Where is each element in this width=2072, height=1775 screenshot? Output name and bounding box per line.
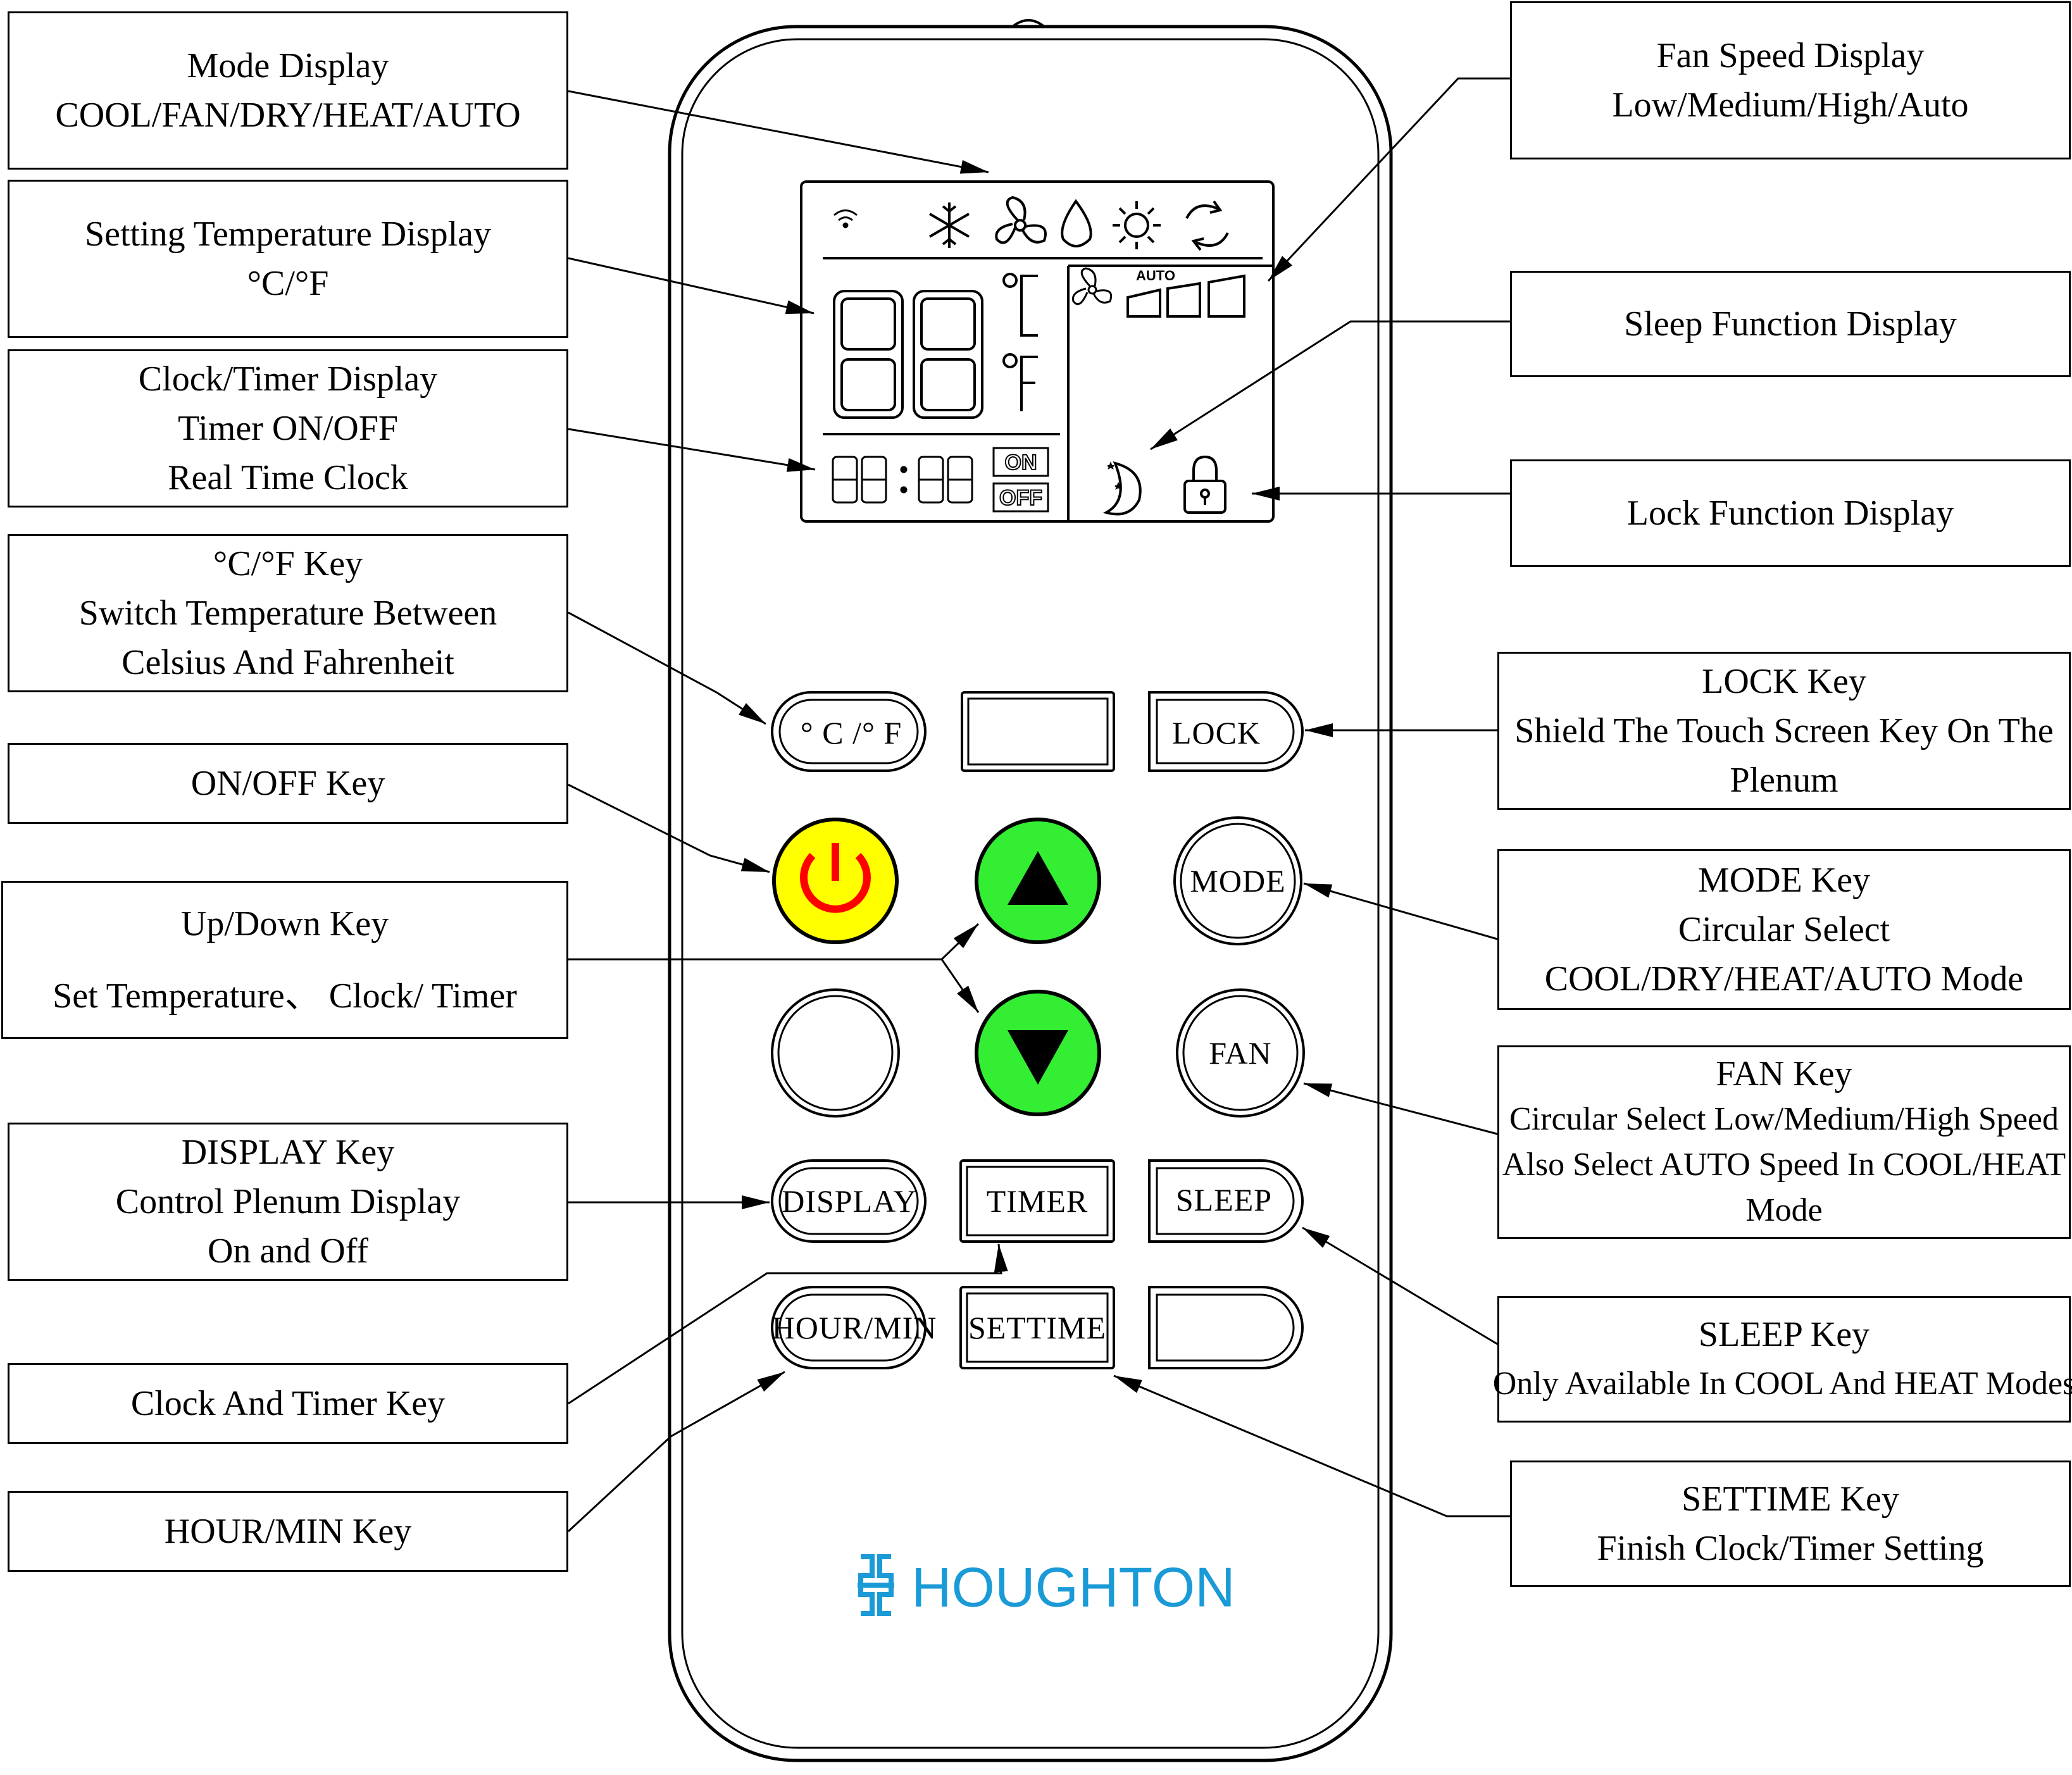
callout-lock-key: LOCK Key Shield The Touch Screen Key On … — [1497, 652, 2071, 810]
callout-clock-timer-display: Clock/Timer Display Timer ON/OFF Real Ti… — [8, 349, 568, 508]
brand-name: HOUGHTON — [911, 1556, 1235, 1619]
svg-text:° C /° F: ° C /° F — [801, 715, 902, 750]
lock-key[interactable]: LOCK — [1148, 691, 1304, 772]
power-key[interactable] — [772, 818, 899, 944]
fan-speed-icon — [1071, 267, 1113, 306]
svg-text:LOCK: LOCK — [1172, 715, 1261, 750]
leader-lines-right — [1113, 77, 1510, 1517]
svg-text:HOUR/MIN: HOUR/MIN — [772, 1310, 937, 1345]
clock-digits — [832, 456, 973, 504]
lcd-panel — [800, 180, 1275, 523]
svg-text:OFF: OFF — [999, 486, 1042, 510]
callout-sleep-key: SLEEP Key Only Available In COOL And HEA… — [1493, 1296, 2072, 1423]
celsius-unit — [1002, 273, 1038, 337]
signal-icon — [833, 209, 858, 228]
fan-auto-label: AUTO — [1136, 268, 1175, 283]
mode-key[interactable]: MODE — [1173, 816, 1302, 945]
display-key[interactable]: DISPLAY — [771, 1159, 927, 1243]
power-icon — [800, 852, 871, 913]
fahrenheit-unit — [1002, 353, 1038, 411]
blank-key-top[interactable] — [961, 691, 1115, 772]
callout-onoff-key: ON/OFF Key — [8, 743, 568, 824]
callout-settime-key: SETTIME Key Finish Clock/Timer Setting — [1510, 1460, 2071, 1587]
callout-hourmin-key: HOUR/MIN Key — [8, 1491, 568, 1572]
callout-sleep-function-display: Sleep Function Display — [1510, 271, 2071, 377]
svg-text:SETTIME: SETTIME — [968, 1310, 1106, 1345]
timer-key[interactable]: TIMER — [959, 1159, 1115, 1243]
callout-cf-key: °C/°F Key Switch Temperature Between Cel… — [8, 534, 568, 692]
snowflake-icon — [928, 202, 970, 248]
fan-speed-bars — [1126, 274, 1245, 318]
callout-clock-and-timer-key: Clock And Timer Key — [8, 1363, 568, 1444]
blank-round-key[interactable] — [771, 988, 900, 1118]
hourmin-key[interactable]: HOUR/MIN — [771, 1286, 937, 1369]
callout-fan-key: FAN Key Circular Select Low/Medium/High … — [1497, 1045, 2071, 1239]
temp-digits — [833, 290, 983, 419]
fan-icon — [995, 196, 1047, 244]
arrow-down-icon — [1008, 1030, 1068, 1085]
callout-fan-speed-display: Fan Speed Display Low/Medium/High/Auto — [1510, 1, 2071, 159]
arrow-up-icon — [1008, 851, 1068, 905]
svg-text:ON: ON — [1005, 451, 1037, 475]
callout-mode-display: Mode Display COOL/FAN/DRY/HEAT/AUTO — [8, 11, 568, 170]
settime-key[interactable]: SETTIME — [959, 1286, 1115, 1369]
svg-text:FAN: FAN — [1209, 1035, 1271, 1071]
brand-logo-icon — [858, 1554, 894, 1616]
callout-display-key: DISPLAY Key Control Plenum Display On an… — [8, 1123, 568, 1281]
down-key[interactable] — [975, 990, 1101, 1116]
up-key[interactable] — [975, 818, 1101, 944]
callout-mode-key: MODE Key Circular Select COOL/DRY/HEAT/A… — [1497, 849, 2071, 1010]
sleep-moon-icon — [1102, 461, 1142, 516]
timer-on-badge: ON — [992, 447, 1049, 477]
drop-icon — [1061, 199, 1092, 247]
callout-lock-function-display: Lock Function Display — [1510, 459, 2071, 567]
auto-cycle-icon — [1185, 200, 1229, 251]
svg-text:MODE: MODE — [1190, 863, 1285, 899]
callout-updown-key: Up/Down Key Set Temperature、 Clock/ Time… — [1, 881, 568, 1039]
callout-setting-temperature-display: Setting Temperature Display °C/°F — [8, 180, 568, 338]
svg-text:TIMER: TIMER — [987, 1183, 1089, 1219]
leader-lines — [567, 90, 1008, 1533]
timer-off-badge: OFF — [992, 482, 1049, 513]
sun-icon — [1113, 201, 1161, 249]
cf-key[interactable]: ° C /° F — [771, 691, 927, 772]
lock-icon — [1183, 455, 1226, 514]
svg-text:SLEEP: SLEEP — [1176, 1182, 1272, 1218]
fan-key[interactable]: FAN — [1176, 988, 1305, 1118]
sleep-key[interactable]: SLEEP — [1148, 1159, 1304, 1243]
svg-text:DISPLAY: DISPLAY — [782, 1183, 917, 1219]
blank-key-bottom[interactable] — [1148, 1286, 1304, 1369]
